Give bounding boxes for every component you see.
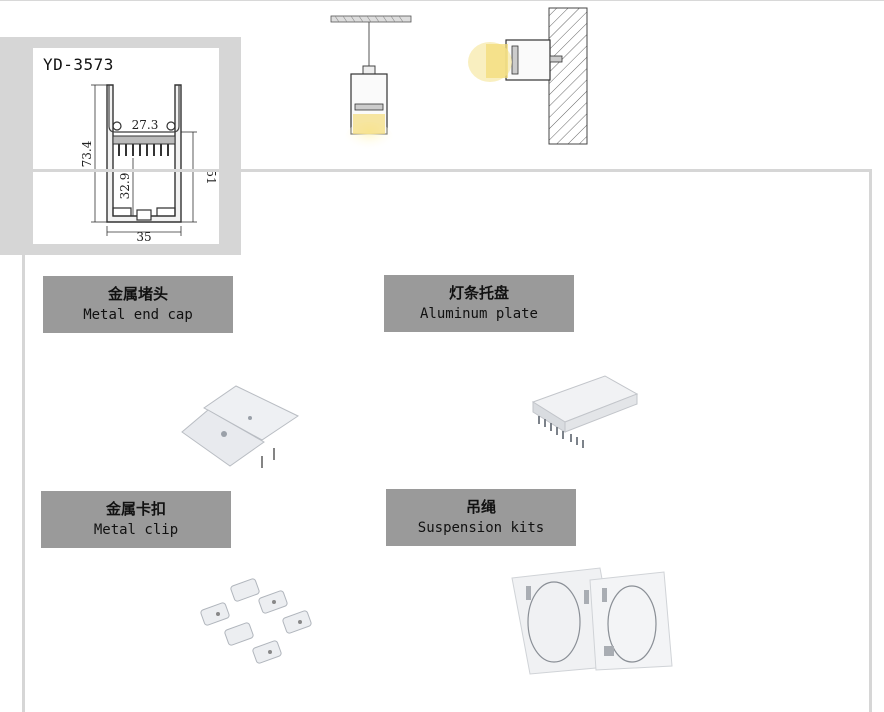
metal-clip-image [200, 578, 312, 664]
dim-inner-width: 27.3 [132, 118, 159, 132]
metal-end-cap-image [181, 385, 300, 468]
aluminum-plate-image [531, 375, 639, 448]
wall-mount-illustration [468, 7, 588, 145]
dim-total-height: 73.4 [80, 140, 94, 167]
label-aluminum-plate: 灯条托盘 Aluminum plate [384, 275, 574, 332]
label-metal-end-cap: 金属堵头 Metal end cap [43, 276, 233, 333]
label-suspension-kits: 吊绳 Suspension kits [386, 489, 576, 546]
dim-inner-height: 32.9 [118, 173, 132, 200]
suspension-kits-image [511, 567, 673, 675]
accessories-frame [22, 169, 872, 712]
top-divider [0, 0, 884, 1]
dim-side-height: 51 [204, 169, 218, 184]
label-metal-clip: 金属卡扣 Metal clip [41, 491, 231, 548]
dim-bottom-width: 35 [136, 230, 151, 244]
pendant-installation-illustration [330, 15, 412, 154]
profile-cross-section-drawing: 27.3 35 73.4 32.9 51 [80, 84, 218, 244]
profile-model-title: YD-3573 [43, 55, 114, 74]
profile-card: 27.3 35 73.4 32.9 51 YD-3573 [33, 48, 219, 244]
